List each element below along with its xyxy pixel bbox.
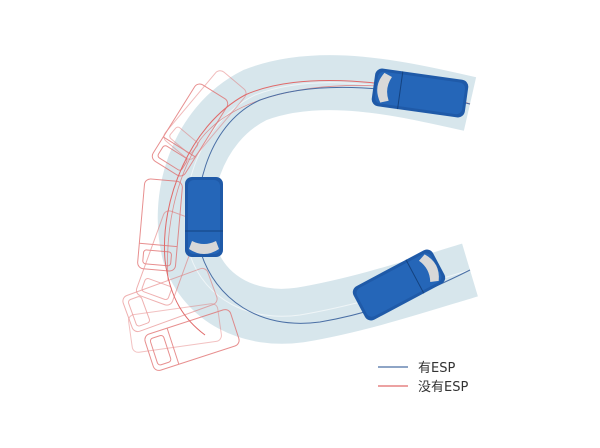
ghost-car [122, 267, 218, 333]
car-top [371, 68, 469, 118]
path-without-esp [163, 80, 471, 336]
legend: 有ESP 没有ESP [378, 361, 468, 395]
ghost-car [144, 309, 240, 371]
car-bottom [352, 249, 446, 321]
legend-label-without-esp: 没有ESP [418, 380, 468, 395]
car-middle [185, 177, 223, 257]
ghost-car-group [122, 70, 247, 371]
ghost-car [137, 178, 183, 272]
ghost-car [128, 303, 222, 353]
ghost-car [151, 83, 229, 177]
ghost-car [135, 210, 201, 306]
legend-label-with-esp: 有ESP [418, 361, 455, 376]
